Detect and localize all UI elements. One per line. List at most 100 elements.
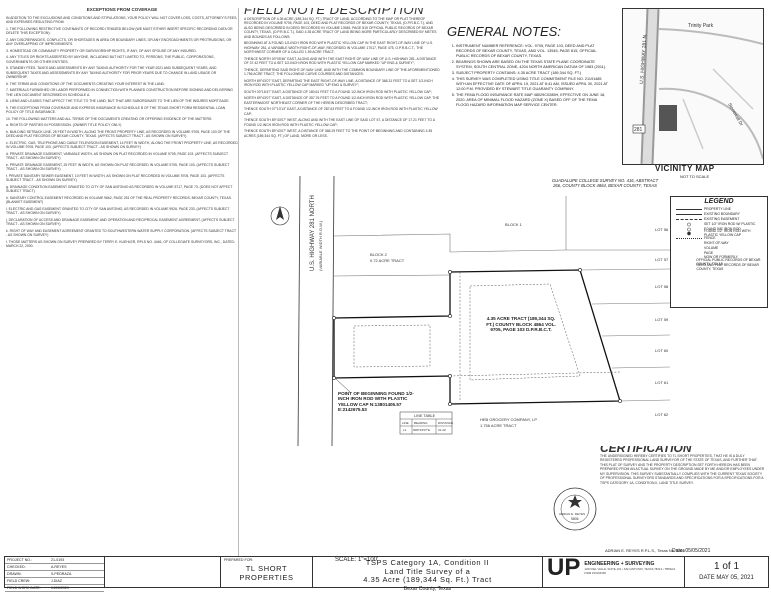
- lot-label: LOT 59: [655, 317, 669, 322]
- legend-label: EXISTING BOUNDARY: [704, 212, 740, 217]
- legend-label: OFFICIAL PUBLIC RECORDS OF BEXAR COUNTY,…: [696, 258, 761, 267]
- adjoiner-line: [333, 274, 451, 277]
- exception-item: 5. STANDBY FEES, TAXES AND ASSESSMENTS B…: [6, 66, 217, 79]
- lot-line: [591, 302, 670, 305]
- legend-label: EXISTING EASEMENT: [704, 216, 740, 221]
- legend-symbol-icon: [674, 251, 704, 255]
- drawing-scale: SCALE: 1"=100': [335, 557, 379, 563]
- general-notes-list: INSTRUMENT NUMBER REFERENCE: VOL. 9705, …: [447, 44, 609, 108]
- exception-item: 8. LIENS AND LEASES THAT AFFECT THE TITL…: [6, 99, 230, 103]
- plat-drawing: U.S. HIGHWAY 281 NORTH (VARIABLE WIDTH R…: [270, 176, 670, 446]
- legend-row: NOW OR FORMERLY: [671, 255, 767, 260]
- project-location: Bexar County, Texas: [403, 585, 452, 592]
- lot-line: [619, 399, 670, 402]
- exceptions-column: EXCEPTIONS FROM COVERAGE IN ADDITION TO …: [6, 8, 239, 556]
- line-table-cell: L1: [403, 428, 407, 432]
- firm-logo-icon: UP: [547, 554, 581, 581]
- signer-name: ADRIAN E. REYES R.P.L.S., Texas No. 5806: [605, 548, 686, 553]
- legend-label: NOW OR FORMERLY: [704, 255, 738, 260]
- exception-item: 4. ANY TITLES OR RIGHTS ASSERTED BY ANYO…: [6, 55, 215, 64]
- legend-symbol-icon: [674, 236, 704, 240]
- exception-item: f. PRIVATE SANITARY SEWER EASEMENT, 10 F…: [6, 173, 225, 183]
- field-note-course: THENCE SOUTH 07°13'13" EAST, A DISTANCE …: [244, 107, 438, 116]
- legend-row: FOUND 5/8" IRON ROD: [671, 226, 767, 231]
- vicinity-map-scale: NOT TO SCALE: [680, 174, 710, 179]
- legend-row: VOLUME: [671, 245, 767, 250]
- seal-text: 5806: [571, 517, 579, 521]
- exception-item: b. BUILDING SETBACK LINE, 25 FEET IN WID…: [6, 129, 230, 139]
- firm-name: ENGINEERING + SURVEYING: [584, 561, 655, 567]
- legend-label: PROPERTY LINE: [704, 207, 732, 212]
- legend-label: FOUND 1/2" IRON ROD WITH PLASTIC YELLOW …: [704, 229, 751, 238]
- field-note-list: BEGINNING AT A FOUND 1/2-INCH IRON ROD W…: [244, 41, 440, 138]
- legend-row: RIGHT-OF-WAY: [671, 241, 767, 246]
- prepared-for: PREPARED FOR: TL SHORT PROPERTIES: [221, 557, 313, 587]
- monument-marker: [578, 268, 582, 272]
- tract-label-box: 4.35 ACRE TRACT (189,344 SQ. FT.) COUNTY…: [486, 316, 556, 332]
- lot-line: [611, 366, 670, 369]
- highway-east-line: [331, 176, 335, 446]
- project-info-row: CHECKED:A.REYES: [5, 564, 104, 571]
- monument-marker: [332, 316, 336, 320]
- field-note-course: NORTH 89°43'07" EAST, A DISTANCE OF 357.…: [244, 96, 440, 105]
- project-title-line: TSPS Category 1A, Condition II: [365, 558, 490, 567]
- certification-title: CERTIFICATION: [600, 446, 692, 455]
- exception-item: l. THOSE MATTERS AS SHOWN ON SURVEY PREP…: [6, 239, 235, 249]
- prepared-for-label: PREPARED FOR:: [224, 558, 254, 562]
- exception-item: h. SANITARY CONTROL EASEMENT RECORDED IN…: [6, 195, 232, 205]
- project-info-key: FIELD WORK DATE:: [7, 586, 41, 590]
- project-info-value: 21-0193: [51, 558, 65, 562]
- exception-item: 7. MATERIALS FURNISHED OR LABOR PERFORME…: [6, 88, 233, 97]
- pob-label-box: POINT OF BEGINNING FOUND 1/2-INCH IRON R…: [338, 391, 414, 413]
- line-table-header: LINE: [402, 421, 409, 425]
- drainage-easement: [353, 324, 431, 368]
- monument-marker: [448, 314, 452, 318]
- certification-block: CERTIFICATION THE UNDERSIGNED HEREBY CER…: [600, 446, 766, 548]
- legend-symbol-icon: [674, 212, 704, 216]
- sheet-date: DATE MAY 05, 2021: [699, 575, 754, 581]
- project-info-row: FIELD CREW:J.DIAZ: [5, 578, 104, 585]
- legend-row: PAGE: [671, 250, 767, 255]
- site-marker: [659, 105, 677, 131]
- general-note-item: BEARINGS SHOWN ARE BASED ON THE TEXAS ST…: [456, 60, 609, 70]
- legend-title: LEGEND: [704, 198, 734, 205]
- exception-item: 10. THE FOLLOWING MATTERS AND ALL TERMS …: [6, 116, 213, 121]
- legend-label: RIGHT-OF-WAY: [704, 240, 729, 245]
- legend-symbol-icon: [674, 241, 704, 245]
- lot-label: LOT 61: [655, 380, 669, 385]
- legend-row: PROPERTY LINE: [671, 207, 767, 212]
- line-table-cell: N89°43'07"E: [413, 428, 430, 432]
- project-info-row: FIELD WORK DATE:04/26/2021: [5, 585, 104, 592]
- lot-line: [579, 268, 670, 271]
- exception-item: g. DRAINAGE CONDITION EASEMENT GRANTED T…: [6, 184, 233, 194]
- point-of-beginning-label: POINT OF BEGINNING FOUND 1/2-INCH IRON R…: [338, 391, 414, 413]
- monument-marker: [448, 374, 452, 378]
- vicinity-road-trinity: Trinity Park: [688, 23, 714, 29]
- legend-symbol-icon: [674, 227, 704, 231]
- monument-marker: [448, 402, 452, 406]
- subdivision-label: GUADALUPE COLLEGE SURVEY NO. 416, ABSTRA…: [551, 178, 659, 188]
- line-table-header: BEARING: [414, 421, 428, 425]
- legend-row: EXISTING EASEMENT: [671, 217, 767, 222]
- legend-label: FOUND 5/8" IRON ROD: [704, 226, 741, 231]
- project-info-value: A.REYES: [51, 565, 67, 569]
- firm-address: 1203 DEL VALLE, SUITE 101 • SAN ANTONIO,…: [584, 567, 676, 575]
- monument-marker: [448, 270, 452, 274]
- legend-label: DEED AND PLAT RECORDS OF BEXAR COUNTY, T…: [696, 262, 759, 271]
- vicinity-map-drawing: U.S. HIGHWAY 281 N. Trinity Park Stonewa…: [623, 9, 763, 164]
- legend-symbol-icon: [674, 231, 704, 236]
- project-info-key: FIELD CREW:: [7, 579, 31, 583]
- lot-label: LOT 60: [655, 348, 669, 353]
- private-easement: [469, 283, 581, 381]
- legend-symbol-icon: [674, 260, 696, 264]
- legend-label: VOLUME: [704, 245, 719, 250]
- legend-symbol-icon: [674, 246, 704, 250]
- highway-west-line: [297, 176, 301, 446]
- subdivision-label-box: GUADALUPE COLLEGE SURVEY NO. 416, ABSTRA…: [551, 178, 659, 188]
- field-note-course: NORTH 89°43'07" EAST, DEPARTING THE EAST…: [244, 78, 433, 88]
- project-info-value: S.PEDRAZA: [51, 572, 72, 576]
- north-adjoiner-line: [333, 233, 670, 253]
- project-info-key: PROJECT NO.:: [7, 558, 33, 562]
